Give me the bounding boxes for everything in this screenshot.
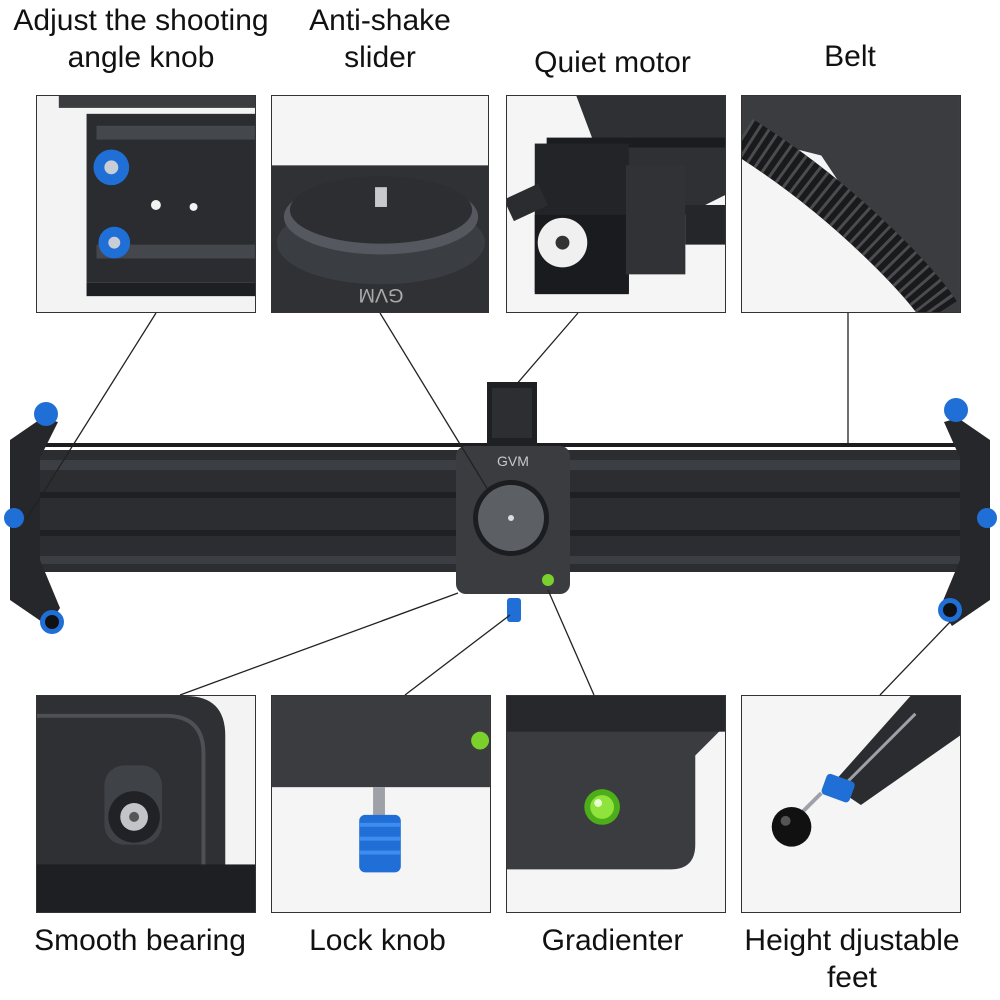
label-gradienter: Gradienter [541, 924, 684, 957]
shooting-knob-photo [37, 96, 255, 312]
label-smooth-bearing: Smooth bearing [34, 924, 246, 957]
anti-shake-photo: GVM [272, 96, 488, 312]
detail-shooting-knob [36, 95, 256, 313]
label-anti-shake: Anti-shake slider [309, 4, 451, 74]
carriage-logo: GVM [497, 453, 529, 469]
right-angle-knob [977, 508, 997, 528]
right-end-bracket [940, 418, 990, 626]
bearing-photo [37, 696, 255, 912]
motor-photo [507, 96, 725, 312]
detail-lock-knob [271, 695, 491, 913]
label-shooting-knob: Adjust the shooting angle knob [13, 4, 269, 74]
camera-slider: GVM [0, 330, 1000, 690]
gradienter-bubble [542, 574, 554, 586]
left-angle-knob [4, 508, 24, 528]
gradienter-photo [507, 696, 725, 912]
detail-smooth-bearing [36, 695, 256, 913]
lock-knob-photo [272, 696, 490, 912]
label-belt: Belt [824, 40, 876, 73]
detail-gradienter [506, 695, 726, 913]
left-end-bracket [10, 418, 60, 626]
belt-photo [742, 96, 960, 312]
label-height-feet: Height djustable feet [744, 924, 960, 994]
detail-quiet-motor [506, 95, 726, 313]
lock-knob [507, 598, 521, 622]
label-lock-knob: Lock knob [309, 924, 446, 957]
detail-height-feet [741, 695, 961, 913]
camera-slider-photo: GVM [4, 382, 997, 634]
detail-anti-shake: GVM [271, 95, 489, 313]
svg-text:GVM: GVM [358, 284, 403, 306]
detail-belt [741, 95, 961, 313]
label-quiet-motor: Quiet motor [534, 46, 691, 79]
feet-photo [742, 696, 960, 912]
